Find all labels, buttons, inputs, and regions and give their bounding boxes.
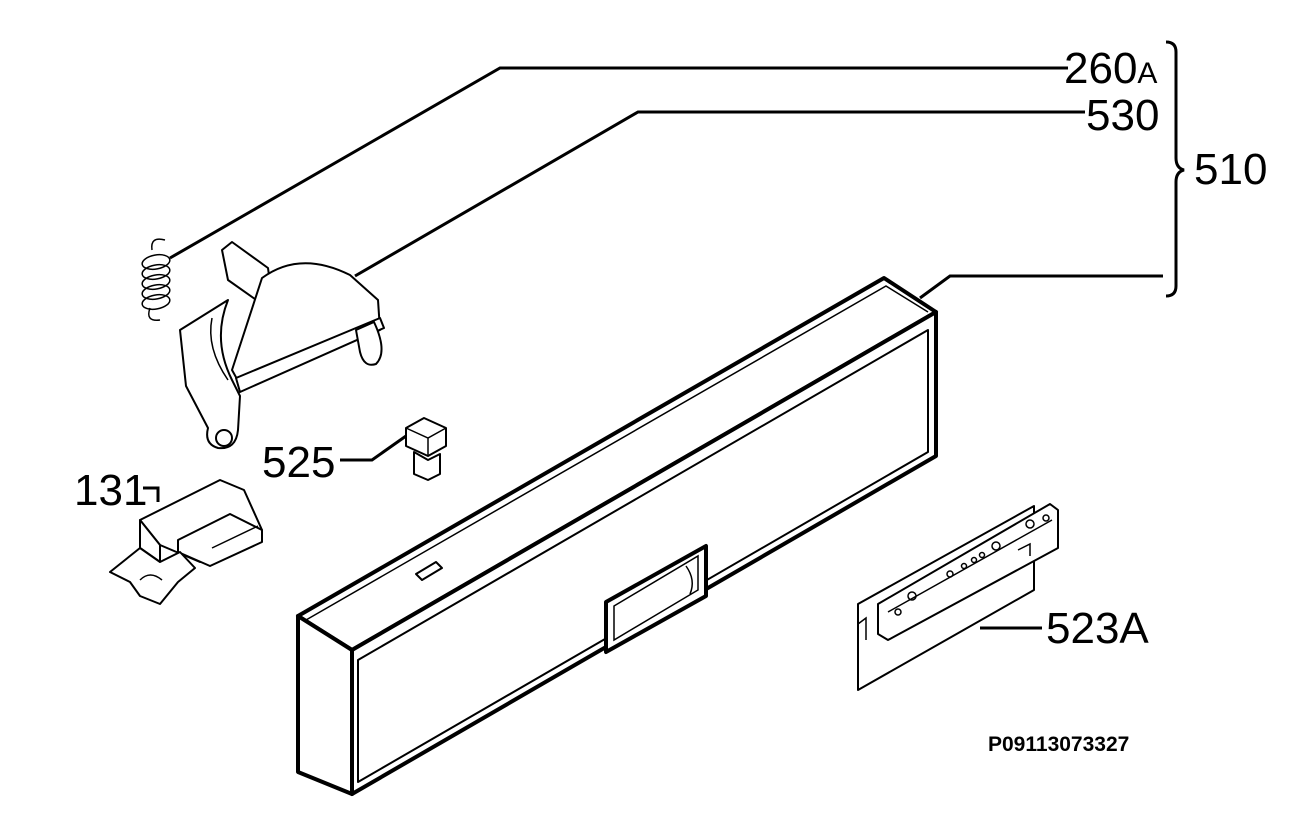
label-530: 530 [1086, 91, 1159, 140]
leader-510 [919, 274, 1163, 300]
clip-part [109, 479, 263, 605]
label-523a: 523A [1046, 604, 1149, 653]
hinge-bracket-part [179, 241, 385, 450]
control-panel-part [296, 276, 938, 796]
leader-530 [354, 110, 1085, 278]
label-510: 510 [1194, 145, 1267, 194]
mounting-bracket-part [857, 503, 1059, 691]
spring-part [141, 238, 171, 321]
pushbutton-part [405, 417, 447, 481]
leader-260a [169, 66, 1068, 260]
drawing-code: P09113073327 [988, 733, 1129, 756]
leader-525 [340, 434, 407, 462]
group-brace-510 [1165, 40, 1185, 298]
label-260a-suffix: A [1137, 57, 1157, 90]
label-525: 525 [262, 438, 335, 487]
label-260a: 260A [1064, 44, 1157, 93]
leader-131 [143, 486, 160, 502]
leader-lines [143, 66, 1163, 630]
label-131: 131 [74, 466, 147, 515]
label-260a-number: 260 [1064, 44, 1137, 93]
